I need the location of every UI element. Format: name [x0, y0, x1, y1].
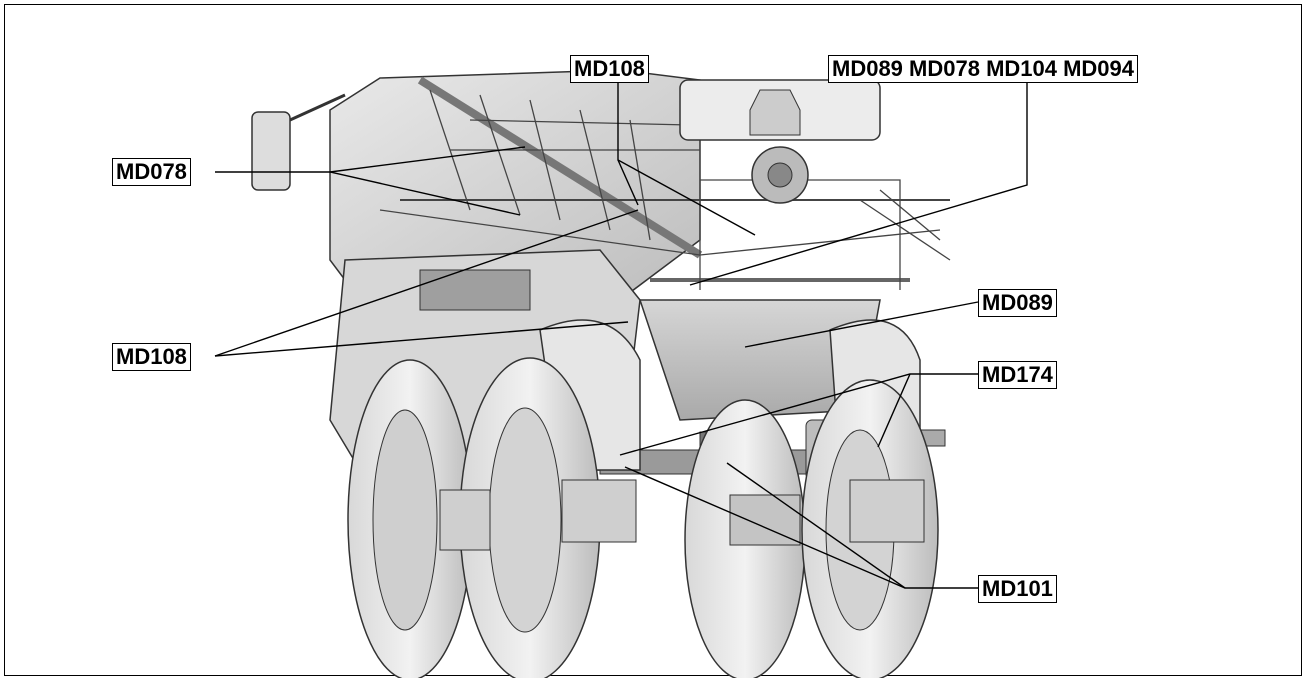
- mud-flaps: [439, 479, 925, 551]
- callout-md174-right: MD174: [978, 361, 1057, 389]
- side-mirror: [251, 93, 346, 191]
- callout-md108-left: MD108: [112, 343, 191, 371]
- callout-md108-top: MD108: [570, 55, 649, 83]
- callout-md089-right: MD089: [978, 289, 1057, 317]
- rear-tank: [638, 79, 881, 421]
- callout-md101-right: MD101: [978, 575, 1057, 603]
- leader-lines: [214, 82, 1028, 589]
- boom-truss: [379, 76, 951, 290]
- left-outer-tire: [347, 359, 473, 678]
- callout-md089-md078-md104-md094: MD089 MD078 MD104 MD094: [828, 55, 1139, 83]
- callout-md078-left: MD078: [112, 158, 191, 186]
